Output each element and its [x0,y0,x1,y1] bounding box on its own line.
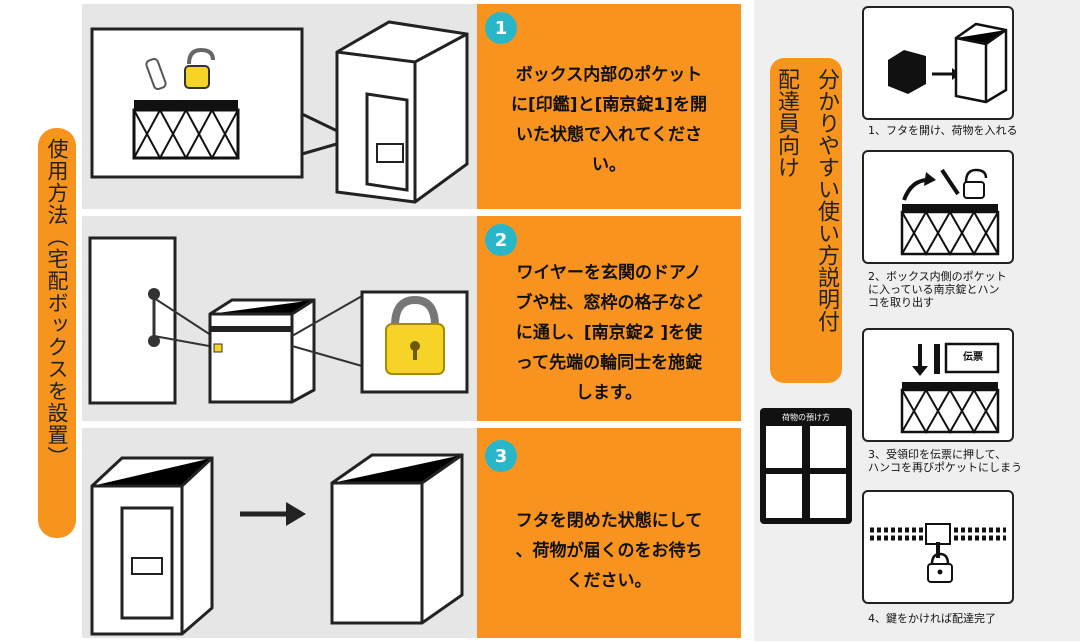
box-open-with-pocket-illustration [90,20,469,204]
step-1-text: ボックス内部のポケット に[印鑑]と[南京錠1]を開 いた状態で入れてくださ い… [511,65,707,175]
arrow-right-icon [240,502,306,526]
guide-step-3-caption: 3、受領印を伝票に押して、 ハンコを再びポケットにしまう [868,448,1022,474]
guide-step-1-image [862,6,1014,120]
step-3-illustration [82,428,477,638]
guide-step-3-image: 伝票 [862,328,1014,442]
invoice-label: 伝票 [963,352,983,363]
right-tab: 分かりやすい使い方説明付 配達員向け [770,58,842,383]
open-lid-box-icon [90,456,214,636]
zipper-icon [870,523,1006,558]
guide-step-4-image [862,490,1014,604]
open-padlock-icon [184,47,215,89]
wired-box-illustration [88,236,469,405]
stamp-icon [145,57,167,91]
guide-step-2-image [862,150,1014,264]
door-icon [88,236,177,405]
pocket-net [132,100,240,161]
closed-padlock-icon [927,552,953,583]
step-2-illustration [82,216,477,421]
left-tab: 使用方法（宅配ボックスを設置） [38,128,76,538]
open-padlock-icon [963,168,988,199]
mini-card-title: 荷物の預け方 [782,413,830,422]
guide-step-1-caption: 1、フタを開け、荷物を入れる [868,124,1018,137]
step-2-text: ワイヤーを玄関のドアノ ブや柱、窓枠の格子など に通し、[南京錠2 ]を使 って… [515,263,703,403]
step-3-badge: 3 [485,440,517,472]
stamp-icon [940,168,960,196]
mini-instruction-card: 荷物の預け方 [760,408,852,524]
arrow-down-icon [912,344,940,376]
step-1-panel: 1 ボックス内部のポケット に[印鑑]と[南京錠1]を開 いた状態で入れてくださ… [477,4,741,209]
left-tab-label: 使用方法（宅配ボックスを設置） [45,138,69,468]
guide-step-4-caption: 4、鍵をかければ配達完了 [868,612,996,625]
step-2-badge: 2 [485,224,517,256]
step-2-panel: 2 ワイヤーを玄関のドアノ ブや柱、窓枠の格子など に通し、[南京錠2 ]を使 … [477,216,741,421]
parcel-icon [888,50,926,94]
right-tab-subtitle: 配達員向け [774,68,799,178]
curved-arrow-icon [902,172,936,201]
open-box-icon [954,22,1008,104]
step-3-panel: 3 フタを閉めた状態にして 、荷物が届くのをお待ち ください。 [477,428,741,638]
closing-box-illustration [90,453,464,636]
guide-step-2-caption: 2、ボックス内側のポケット に入っている南京錠とハン コを取り出す [868,270,1007,309]
closed-lid-box-icon [330,453,464,625]
step-3-text: フタを閉めた状態にして 、荷物が届くのをお待ち ください。 [515,511,703,591]
closed-box-icon [208,298,316,404]
step-1-badge: 1 [485,12,517,44]
right-tab-title: 分かりやすい使い方説明付 [814,68,839,332]
closed-padlock-icon [385,295,445,375]
step-1-illustration [82,4,477,209]
open-box-icon [335,20,469,204]
